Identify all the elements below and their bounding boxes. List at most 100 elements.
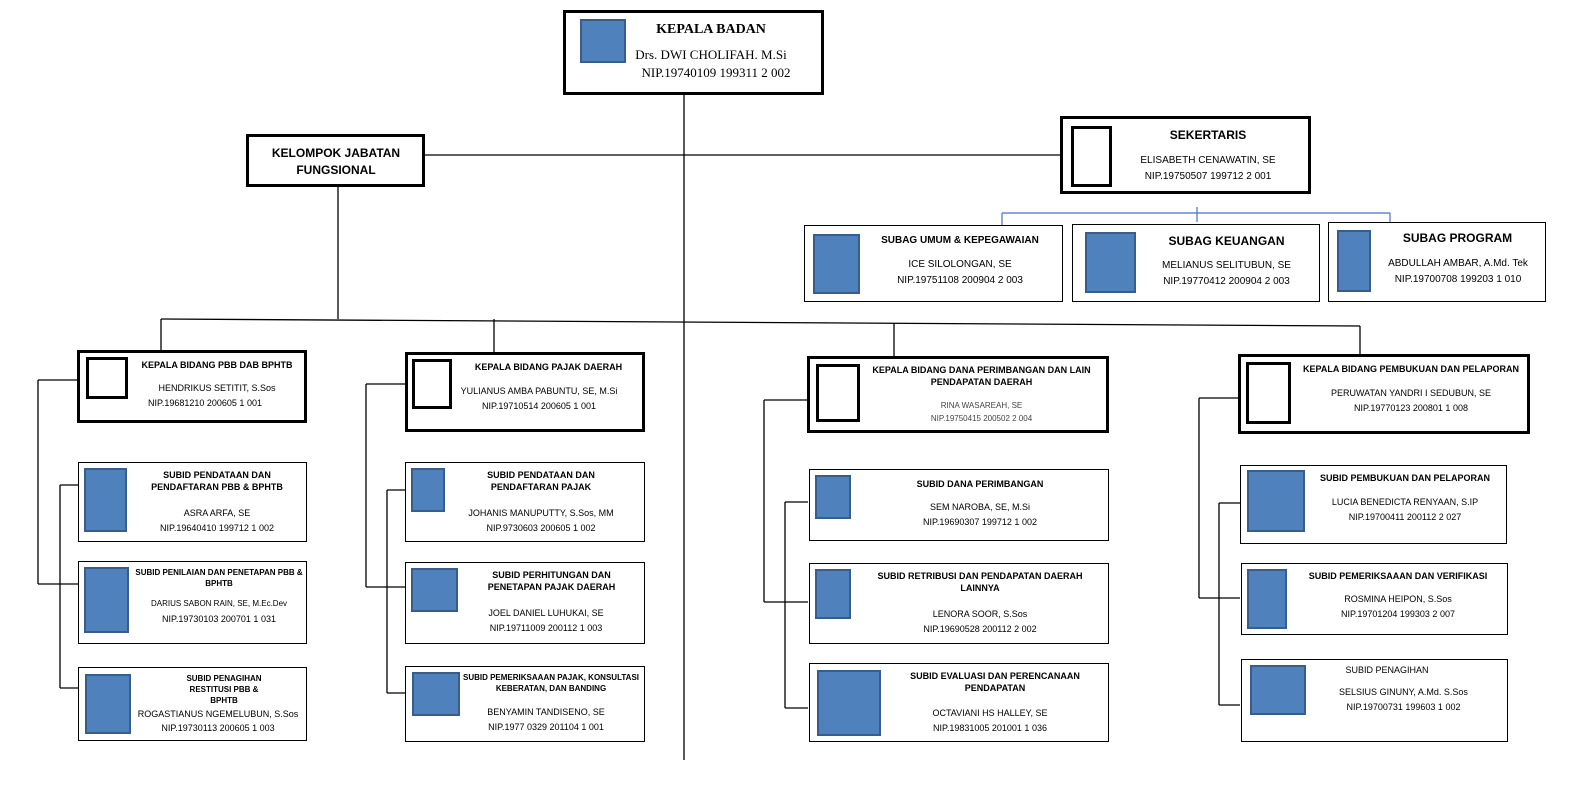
subid-nip: NIP.19640410 199712 1 002 — [160, 523, 274, 533]
subid-title: SUBID PENDATAAN DAN PENDAFTARAN PBB & BP… — [151, 470, 283, 493]
photo-placeholder — [580, 19, 626, 63]
subag-title: SUBAG PROGRAM — [1402, 231, 1513, 245]
subid-box: SUBID PENAGIHAN SELSIUS GINUNY, A.Md. S.… — [1241, 659, 1508, 742]
subid-name: JOHANIS MANUPUTTY, S.Sos, MM — [468, 508, 614, 518]
subid-name: JOEL DANIEL LUHUKAI, SE — [488, 608, 604, 618]
subid-name: LUCIA BENEDICTA RENYAAN, S.IP — [1331, 497, 1479, 507]
subid-nip: NIP.19701204 199303 2 007 — [1341, 609, 1455, 619]
photo-placeholder — [1337, 230, 1371, 292]
photo-placeholder — [1247, 569, 1287, 629]
photo-placeholder — [813, 234, 860, 294]
photo-placeholder — [412, 672, 460, 716]
bidang-nip: NIP.19681210 200605 1 001 — [148, 398, 262, 408]
subid-name: ROSMINA HEIPON, S.Sos — [1344, 594, 1452, 604]
subid-title: SUBID RETRIBUSI DAN PENDAPATAN DAERAH LA… — [877, 571, 1083, 594]
sekretaris-nip: NIP.19750507 199712 2 001 — [1144, 171, 1272, 182]
subag-name: MELIANUS SELITUBUN, SE — [1162, 260, 1291, 271]
subid-title: SUBID EVALUASI DAN PERENCANAAN PENDAPATA… — [910, 671, 1080, 694]
subid-name: ROGASTIANUS NGEMELUBUN, S.Sos — [137, 709, 299, 719]
bidang-box: KEPALA BIDANG DANA PERIMBANGAN DAN LAIN … — [807, 356, 1109, 433]
subid-name: SELSIUS GINUNY, A.Md. S.Sos — [1339, 687, 1468, 697]
photo-placeholder — [1071, 126, 1112, 187]
subid-box: SUBID PENILAIAN DAN PENETAPAN PBB & BPHT… — [78, 561, 307, 644]
fungsional-title: KELOMPOK JABATAN FUNGSIONAL — [271, 146, 401, 178]
subid-nip: NIP.19690307 199712 1 002 — [923, 517, 1037, 527]
subid-box: SUBID PEMERIKSAAAN DAN VERIFIKASI ROSMIN… — [1241, 563, 1508, 635]
sekretaris-box: SEKERTARIS ELISABETH CENAWATIN, SE NIP.1… — [1060, 116, 1311, 194]
subid-nip: NIP.19690528 200112 2 002 — [923, 624, 1037, 634]
photo-placeholder — [86, 357, 128, 399]
photo-placeholder — [85, 674, 131, 734]
subag-box: SUBAG PROGRAM ABDULLAH AMBAR, A.Md. Tek … — [1328, 222, 1546, 302]
photo-placeholder — [411, 568, 458, 612]
subid-name: ASRA ARFA, SE — [183, 508, 251, 518]
subid-name: SEM NAROBA, SE, M.Si — [929, 502, 1031, 512]
subid-nip: NIP.19711009 200112 1 003 — [489, 623, 603, 633]
subag-nip: NIP.19700708 199203 1 010 — [1394, 274, 1522, 285]
photo-placeholder — [84, 468, 127, 532]
bidang-box: KEPALA BIDANG PBB DAB BPHTB HENDRIKUS SE… — [77, 350, 307, 423]
subid-box: SUBID PENDATAAN DAN PENDAFTARAN PAJAK JO… — [405, 462, 645, 542]
head-title: KEPALA BADAN — [656, 22, 766, 37]
subid-nip: NIP.19831005 201001 1 036 — [933, 723, 1047, 733]
subid-box: SUBID PEMBUKUAN DAN PELAPORAN LUCIA BENE… — [1240, 465, 1507, 544]
bidang-nip: NIP.19710514 200605 1 001 — [482, 401, 596, 411]
subag-box: SUBAG KEUANGAN MELIANUS SELITUBUN, SE NI… — [1072, 224, 1320, 302]
bidang-title: KEPALA BIDANG PEMBUKUAN DAN PELAPORAN — [1302, 364, 1519, 374]
bidang-box: KEPALA BIDANG PEMBUKUAN DAN PELAPORAN PE… — [1238, 354, 1530, 434]
subid-title: SUBID PEMERIKSAAAN PAJAK, KONSULTASI KEB… — [462, 673, 639, 693]
bidang-nip: NIP.19750415 200502 2 004 — [930, 414, 1033, 423]
photo-placeholder — [411, 468, 445, 512]
subid-title: SUBID PENAGIHAN RESTITUSI PBB & BPHTB — [186, 674, 262, 705]
subid-box: SUBID PEMERIKSAAAN PAJAK, KONSULTASI KEB… — [405, 666, 645, 742]
sekretaris-name: ELISABETH CENAWATIN, SE — [1140, 155, 1276, 166]
subid-title: SUBID PENAGIHAN — [1345, 665, 1429, 675]
head-box: KEPALA BADAN Drs. DWI CHOLIFAH. M.Si NIP… — [563, 10, 824, 95]
subid-nip: NIP.1977 0329 201104 1 001 — [488, 722, 604, 732]
subid-name: LENORA SOOR, S.Sos — [932, 609, 1028, 619]
fungsional-box: KELOMPOK JABATAN FUNGSIONAL — [246, 134, 425, 187]
photo-placeholder — [815, 569, 851, 619]
photo-placeholder — [1247, 470, 1305, 532]
photo-placeholder — [1246, 362, 1291, 424]
subid-title: SUBID PERHITUNGAN DAN PENETAPAN PAJAK DA… — [487, 570, 616, 593]
subag-name: ICE SILOLONGAN, SE — [908, 259, 1012, 270]
photo-placeholder — [1085, 232, 1136, 293]
photo-placeholder — [1250, 665, 1306, 715]
bidang-title: KEPALA BIDANG DANA PERIMBANGAN DAN LAIN … — [872, 365, 1091, 388]
subid-box: SUBID DANA PERIMBANGAN SEM NAROBA, SE, M… — [809, 469, 1109, 541]
subag-nip: NIP.19770412 200904 2 003 — [1163, 276, 1290, 287]
subid-title: SUBID PEMBUKUAN DAN PELAPORAN — [1319, 473, 1490, 483]
photo-placeholder — [817, 670, 881, 736]
subid-name: BENYAMIN TANDISENO, SE — [487, 707, 605, 717]
subid-box: SUBID RETRIBUSI DAN PENDAPATAN DAERAH LA… — [809, 563, 1109, 644]
subid-title: SUBID PENILAIAN DAN PENETAPAN PBB & BPHT… — [135, 568, 303, 588]
photo-placeholder — [816, 364, 860, 422]
subid-title: SUBID PENDATAAN DAN PENDAFTARAN PAJAK — [487, 470, 595, 493]
subid-box: SUBID PERHITUNGAN DAN PENETAPAN PAJAK DA… — [405, 562, 645, 644]
bidang-nip: NIP.19770123 200801 1 008 — [1354, 403, 1468, 413]
subag-box: SUBAG UMUM & KEPEGAWAIAN ICE SILOLONGAN,… — [804, 225, 1063, 302]
subid-title: SUBID PEMERIKSAAAN DAN VERIFIKASI — [1308, 571, 1488, 581]
subid-box: SUBID EVALUASI DAN PERENCANAAN PENDAPATA… — [809, 663, 1109, 742]
subid-nip: NIP.19700731 199603 1 002 — [1346, 702, 1461, 712]
head-name: Drs. DWI CHOLIFAH. M.Si — [635, 47, 787, 62]
subag-nip: NIP.19751108 200904 2 003 — [897, 275, 1023, 286]
photo-placeholder — [412, 359, 452, 409]
sekretaris-title: SEKERTARIS — [1169, 128, 1247, 142]
bidang-box: KEPALA BIDANG PAJAK DAERAH YULIANUS AMBA… — [405, 352, 645, 432]
head-nip: NIP.19740109 199311 2 002 — [641, 65, 791, 80]
subid-title: SUBID DANA PERIMBANGAN — [916, 479, 1044, 489]
subid-box: SUBID PENAGIHAN RESTITUSI PBB & BPHTB RO… — [78, 667, 307, 741]
subag-title: SUBAG KEUANGAN — [1168, 234, 1285, 248]
subid-nip: NIP.19730113 200605 1 003 — [161, 723, 275, 733]
subid-nip: NIP.19700411 200112 2 027 — [1348, 512, 1462, 522]
bidang-name: HENDRIKUS SETITIT, S.Sos — [158, 383, 276, 393]
photo-placeholder — [84, 567, 129, 633]
subid-nip: NIP.9730603 200605 1 002 — [486, 523, 596, 533]
photo-placeholder — [815, 475, 851, 519]
subid-name: DARIUS SABON RAIN, SE, M.Ec.Dev — [150, 599, 288, 608]
bidang-title: KEPALA BIDANG PBB DAB BPHTB — [141, 360, 293, 370]
subid-name: OCTAVIANI HS HALLEY, SE — [932, 708, 1048, 718]
